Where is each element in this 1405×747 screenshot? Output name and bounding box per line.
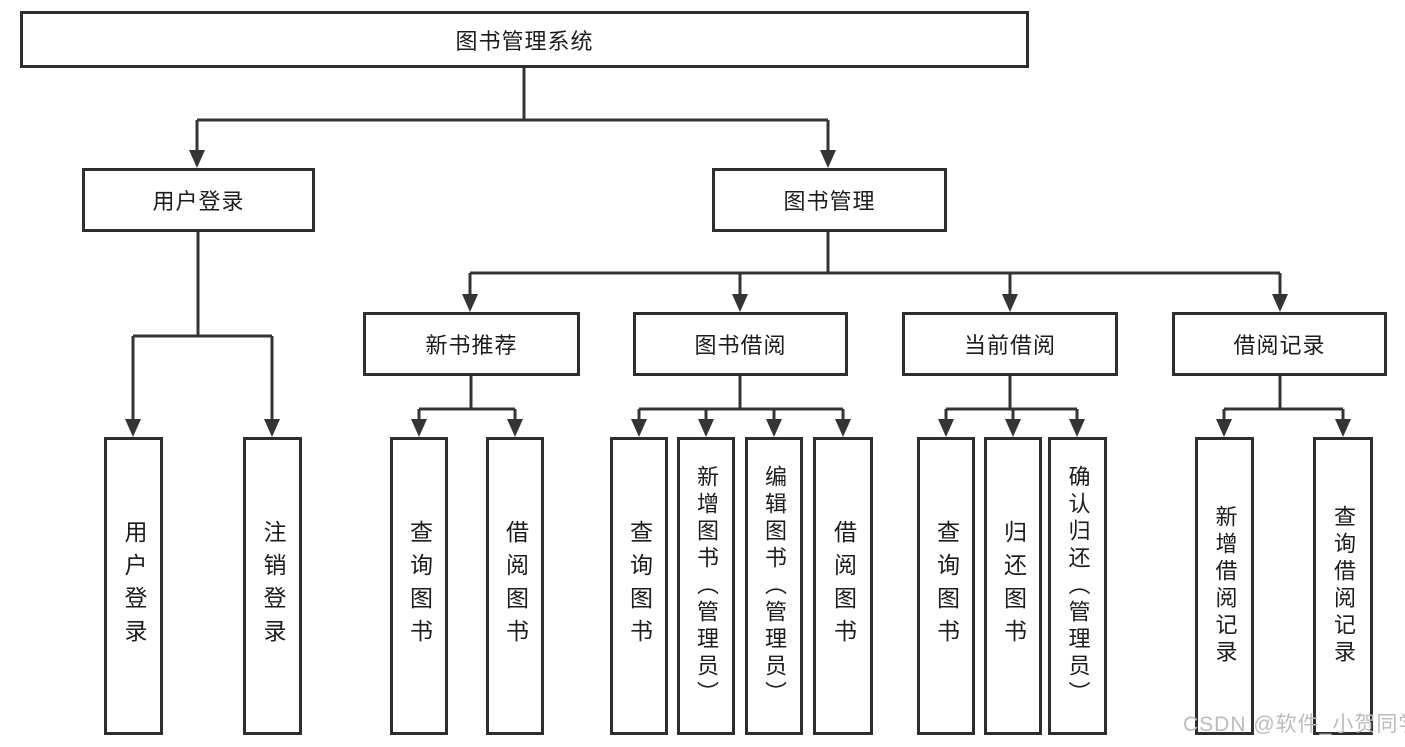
node-borrow-records: 借阅记录 (1172, 312, 1387, 376)
node-label: 图书管理系统 (455, 28, 594, 54)
leaf-logout: 注销登录 (243, 437, 302, 735)
node-new-book-recommend: 新书推荐 (363, 312, 580, 376)
node-label: 查询图书 (626, 520, 653, 652)
node-label: 新书推荐 (425, 333, 518, 358)
leaf-current-return-books: 归还图书 (984, 437, 1042, 735)
node-label: 用户登录 (152, 189, 245, 214)
node-label: 查询借阅记录 (1331, 505, 1356, 667)
node-label: 归还图书 (1000, 520, 1027, 652)
node-label: 当前借阅 (963, 333, 1056, 358)
node-label: 用户登录 (121, 520, 147, 652)
connector-path (131, 68, 1345, 421)
node-book-borrow: 图书借阅 (633, 312, 848, 376)
leaf-records-query-record: 查询借阅记录 (1313, 437, 1373, 735)
leaf-recommend-borrow-books: 借阅图书 (486, 437, 544, 735)
leaf-current-query-books: 查询图书 (917, 437, 975, 735)
node-label: 新增图书（管理员） (694, 464, 719, 708)
arrowheads (125, 150, 1351, 437)
node-label: 查询图书 (933, 520, 960, 652)
node-label: 借阅图书 (502, 520, 529, 652)
leaf-records-add-record: 新增借阅记录 (1195, 437, 1254, 735)
leaf-current-confirm-return-admin: 确认归还（管理员） (1048, 437, 1107, 735)
node-label: 图书借阅 (694, 333, 787, 358)
leaf-borrow-edit-books-admin: 编辑图书（管理员） (745, 437, 803, 735)
leaf-user-login: 用户登录 (104, 437, 163, 735)
node-label: 确认归还（管理员） (1065, 464, 1091, 708)
csdn-watermark: CSDN @软件_小贺同学 (1183, 713, 1405, 736)
leaf-recommend-query-books: 查询图书 (390, 437, 448, 735)
node-label: 编辑图书（管理员） (762, 464, 787, 708)
leaf-borrow-borrow-books: 借阅图书 (813, 437, 873, 735)
leaf-borrow-add-books-admin: 新增图书（管理员） (677, 437, 735, 735)
node-label: 借阅图书 (830, 520, 857, 652)
node-label: 新增借阅记录 (1212, 505, 1238, 667)
node-label: 注销登录 (260, 520, 286, 652)
node-label: 借阅记录 (1233, 333, 1326, 358)
node-user-login: 用户登录 (82, 168, 315, 232)
node-book-management-system: 图书管理系统 (20, 11, 1029, 68)
node-book-management: 图书管理 (712, 168, 947, 232)
leaf-borrow-query-books: 查询图书 (610, 437, 668, 735)
node-label: 图书管理 (783, 189, 876, 214)
node-current-borrow: 当前借阅 (902, 312, 1118, 376)
node-label: 查询图书 (406, 520, 433, 652)
